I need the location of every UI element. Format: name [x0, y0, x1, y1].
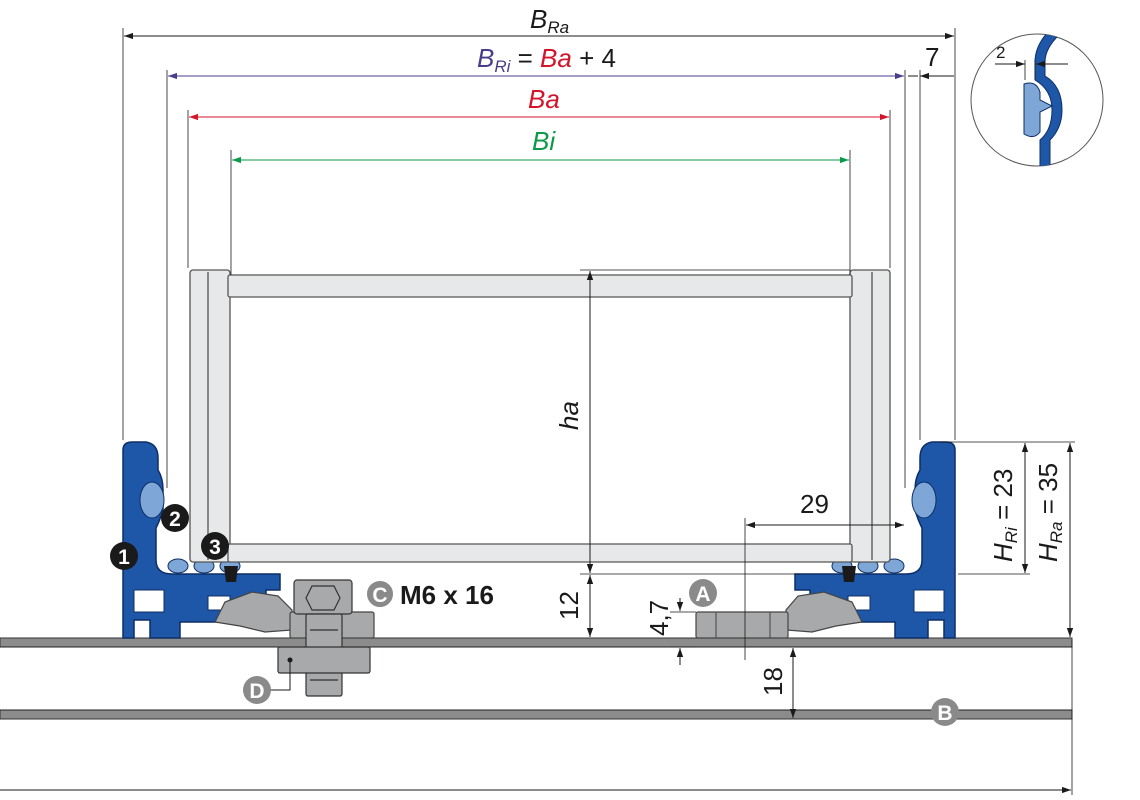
bolt: [277, 579, 371, 697]
svg-text:2: 2: [169, 508, 181, 531]
detail-circle: 2: [970, 33, 1104, 167]
marker-c: C: [365, 579, 395, 609]
rail-top-bar: [0, 637, 1073, 648]
seven-label: 7: [925, 42, 939, 72]
gray-frame: [189, 269, 891, 563]
marker-two: 2: [161, 504, 189, 532]
marker-a: A: [689, 579, 717, 607]
hri-label: HRi = 23: [988, 469, 1021, 562]
bra-label: BRa: [530, 4, 569, 37]
svg-text:B: B: [937, 702, 952, 725]
left-side-part: [122, 441, 281, 639]
svg-text:D: D: [249, 680, 264, 703]
base-rail: [0, 637, 1073, 720]
ha-label: ha: [554, 401, 584, 430]
svg-text:1: 1: [118, 546, 130, 569]
detail-two-label: 2: [996, 43, 1005, 62]
svg-text:3: 3: [209, 536, 221, 559]
svg-text:C: C: [372, 584, 387, 607]
marker-one: 1: [110, 542, 138, 570]
dimension-lines: [0, 28, 1075, 795]
marker-three: 3: [201, 532, 229, 560]
black-clips: [224, 566, 856, 582]
twenty-nine-label: 29: [800, 489, 829, 519]
svg-text:A: A: [695, 583, 710, 606]
hra-label: HRa = 35: [1033, 463, 1066, 562]
eighteen-label: 18: [758, 667, 788, 696]
bri-label: BRi = Ba + 4: [477, 43, 616, 76]
marker-d: D: [243, 676, 271, 704]
ba-label: Ba: [528, 84, 560, 114]
marker-b: B: [931, 698, 959, 726]
bolt-size-label: M6 x 16: [400, 580, 494, 610]
four-seven-label: 4,7: [644, 600, 674, 636]
right-bracket: [695, 591, 863, 639]
rail-bottom-bar: [0, 709, 1073, 720]
twelve-label: 12: [554, 591, 584, 620]
bi-label: Bi: [532, 126, 556, 156]
